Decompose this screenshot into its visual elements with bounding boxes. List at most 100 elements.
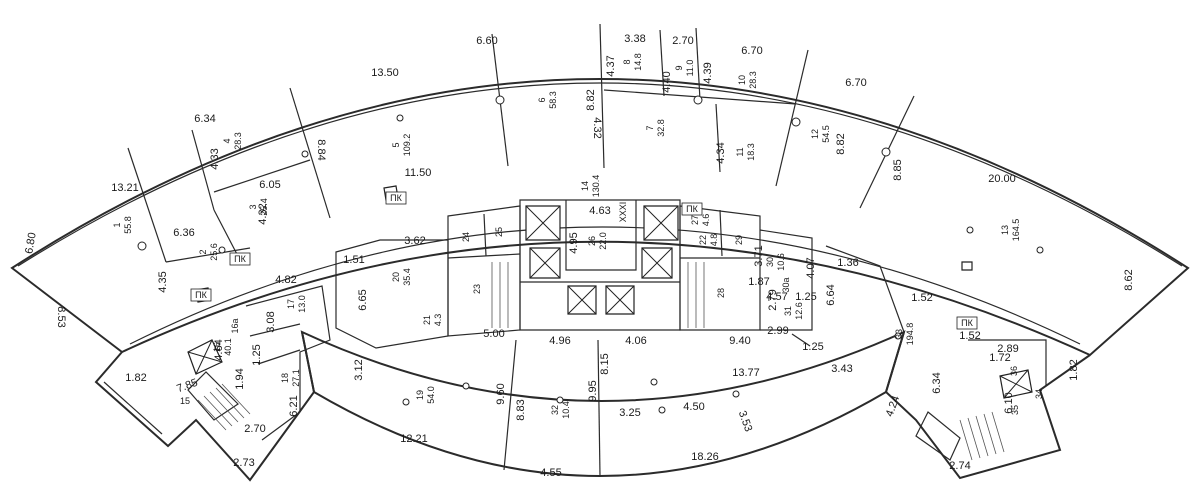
room-label: 23: [472, 284, 482, 294]
dimension-label: 6.70: [741, 45, 762, 57]
room-label: 428.3: [222, 132, 243, 150]
dimension-label: 1.25: [251, 344, 263, 365]
dimension-label: 4.39: [702, 62, 714, 83]
dimension-label: 4.37: [605, 55, 617, 76]
room-label: 214.3: [422, 314, 443, 327]
dimension-label: 13.77: [732, 367, 760, 379]
dimension-label: 4.07: [805, 257, 817, 278]
room-label: 325.4: [248, 198, 269, 216]
dimension-label: 4.32: [257, 203, 269, 224]
room-label: 1640.1: [212, 338, 233, 356]
room-label: XXXI: [618, 202, 628, 223]
dimension-label: 1.87: [748, 276, 769, 288]
dimension-label: 1.82: [1068, 359, 1080, 380]
right-wing: [825, 245, 1091, 480]
dimension-label: 2.74: [949, 460, 970, 472]
dimension-label: 9.60: [495, 383, 507, 404]
room-label: 732.8: [645, 119, 666, 137]
dimension-label: 4.82: [275, 274, 296, 286]
dimension-label: 6.34: [194, 113, 215, 125]
dimension-label: 2.79: [767, 289, 779, 310]
dimension-label: 1.25: [802, 341, 823, 353]
dimension-label: 1.82: [125, 372, 146, 384]
dimension-label: 8.85: [892, 159, 904, 180]
room-label: 1713.0: [286, 295, 307, 313]
dimension-label: 11.50: [405, 167, 432, 179]
dimension-label: 6.05: [259, 179, 280, 191]
dimension-label: 12.21: [400, 433, 428, 445]
dimension-label: 1.25: [795, 291, 816, 303]
dimension-label: 8.82: [835, 133, 847, 154]
hydrant-tag-label: ПК: [961, 318, 973, 328]
hydrant-tag: ПК: [229, 252, 251, 266]
dimension-label: 6.64: [825, 284, 837, 305]
hydrant-tag-label: ПК: [390, 193, 402, 203]
dimension-label: 6.65: [357, 289, 369, 310]
bottom-partitions: [503, 333, 811, 477]
dimension-label: 7.85: [175, 377, 199, 396]
room-label: 14130.4: [580, 175, 601, 198]
dimension-label: 2.73: [233, 457, 254, 469]
dimension-label: 4.64: [213, 339, 225, 360]
dimension-label: 8.62: [1123, 269, 1135, 290]
dimension-label: 1.52: [911, 292, 932, 304]
room-label: 658.3: [537, 91, 558, 109]
room-label: 1954.0: [415, 386, 436, 404]
dimension-label: 3.71: [753, 245, 765, 266]
dimension-label: 3.62: [404, 235, 425, 247]
room-label: 36: [1009, 366, 1019, 376]
room-label: 1254.5: [810, 125, 831, 143]
room-label: 30a: [781, 277, 791, 292]
hydrant-tag-label: ПК: [686, 204, 698, 214]
room-label: 16a: [230, 318, 240, 333]
dimension-label: 4.06: [625, 335, 646, 347]
dimension-label: 8.15: [599, 353, 611, 374]
room-label: 13164.5: [1000, 219, 1021, 242]
hydrant-tag: ПК: [385, 191, 407, 205]
room-label: 3210.4: [550, 401, 571, 419]
dimension-label: 13.50: [371, 67, 399, 79]
hydrant-tag: ПК: [681, 202, 703, 216]
room-label: 1118.3: [735, 143, 756, 161]
room-label: 15: [180, 396, 190, 406]
dimension-label: 18.26: [691, 451, 719, 463]
room-label: 225.6: [198, 243, 219, 261]
dimension-label: 6.60: [476, 35, 497, 47]
room-label: 24: [461, 232, 471, 242]
dimension-label: 8.84: [315, 139, 327, 160]
dimension-label: 6.80: [23, 232, 39, 255]
dimension-label: 4.33: [209, 148, 221, 169]
dimension-label: 3.38: [624, 33, 645, 45]
dimension-label: 20.00: [988, 173, 1016, 185]
dimension-label: 6.34: [931, 372, 943, 393]
room-label: 1028.3: [737, 71, 758, 89]
room-label: 33194.8: [894, 323, 915, 346]
dimension-label: 4.63: [589, 205, 610, 217]
dimension-label: 8.83: [515, 399, 527, 420]
dimension-label: 4.32: [591, 117, 603, 138]
dimension-label: 4.57: [766, 291, 787, 303]
dimension-label: 3.25: [619, 407, 640, 419]
columns: [137, 95, 1044, 414]
dimension-label: 1.94: [234, 368, 246, 389]
dimension-label: 4.55: [540, 467, 561, 479]
room-label: 5109.2: [391, 134, 412, 157]
dimension-label: 3.12: [353, 359, 365, 380]
dimension-label: 2.89: [997, 343, 1018, 355]
room-label: 34: [1034, 389, 1044, 399]
hydrant-tag-label: ПК: [195, 290, 207, 300]
dimension-label: 4.35: [157, 271, 169, 292]
room-label: 2035.4: [391, 268, 412, 286]
dimension-label: 2.70: [672, 35, 693, 47]
dimension-label: 1.36: [837, 257, 858, 269]
room-label: 29: [734, 235, 744, 245]
room-label: 814.8: [622, 53, 643, 71]
dimension-label: 3.53: [736, 409, 755, 433]
room-label: 3112.6: [783, 302, 804, 320]
dimension-label: 9.95: [587, 380, 599, 401]
dimension-label: 2.70: [244, 423, 265, 435]
room-label: 911.0: [674, 60, 695, 77]
dimension-label: 4.24: [884, 394, 903, 418]
